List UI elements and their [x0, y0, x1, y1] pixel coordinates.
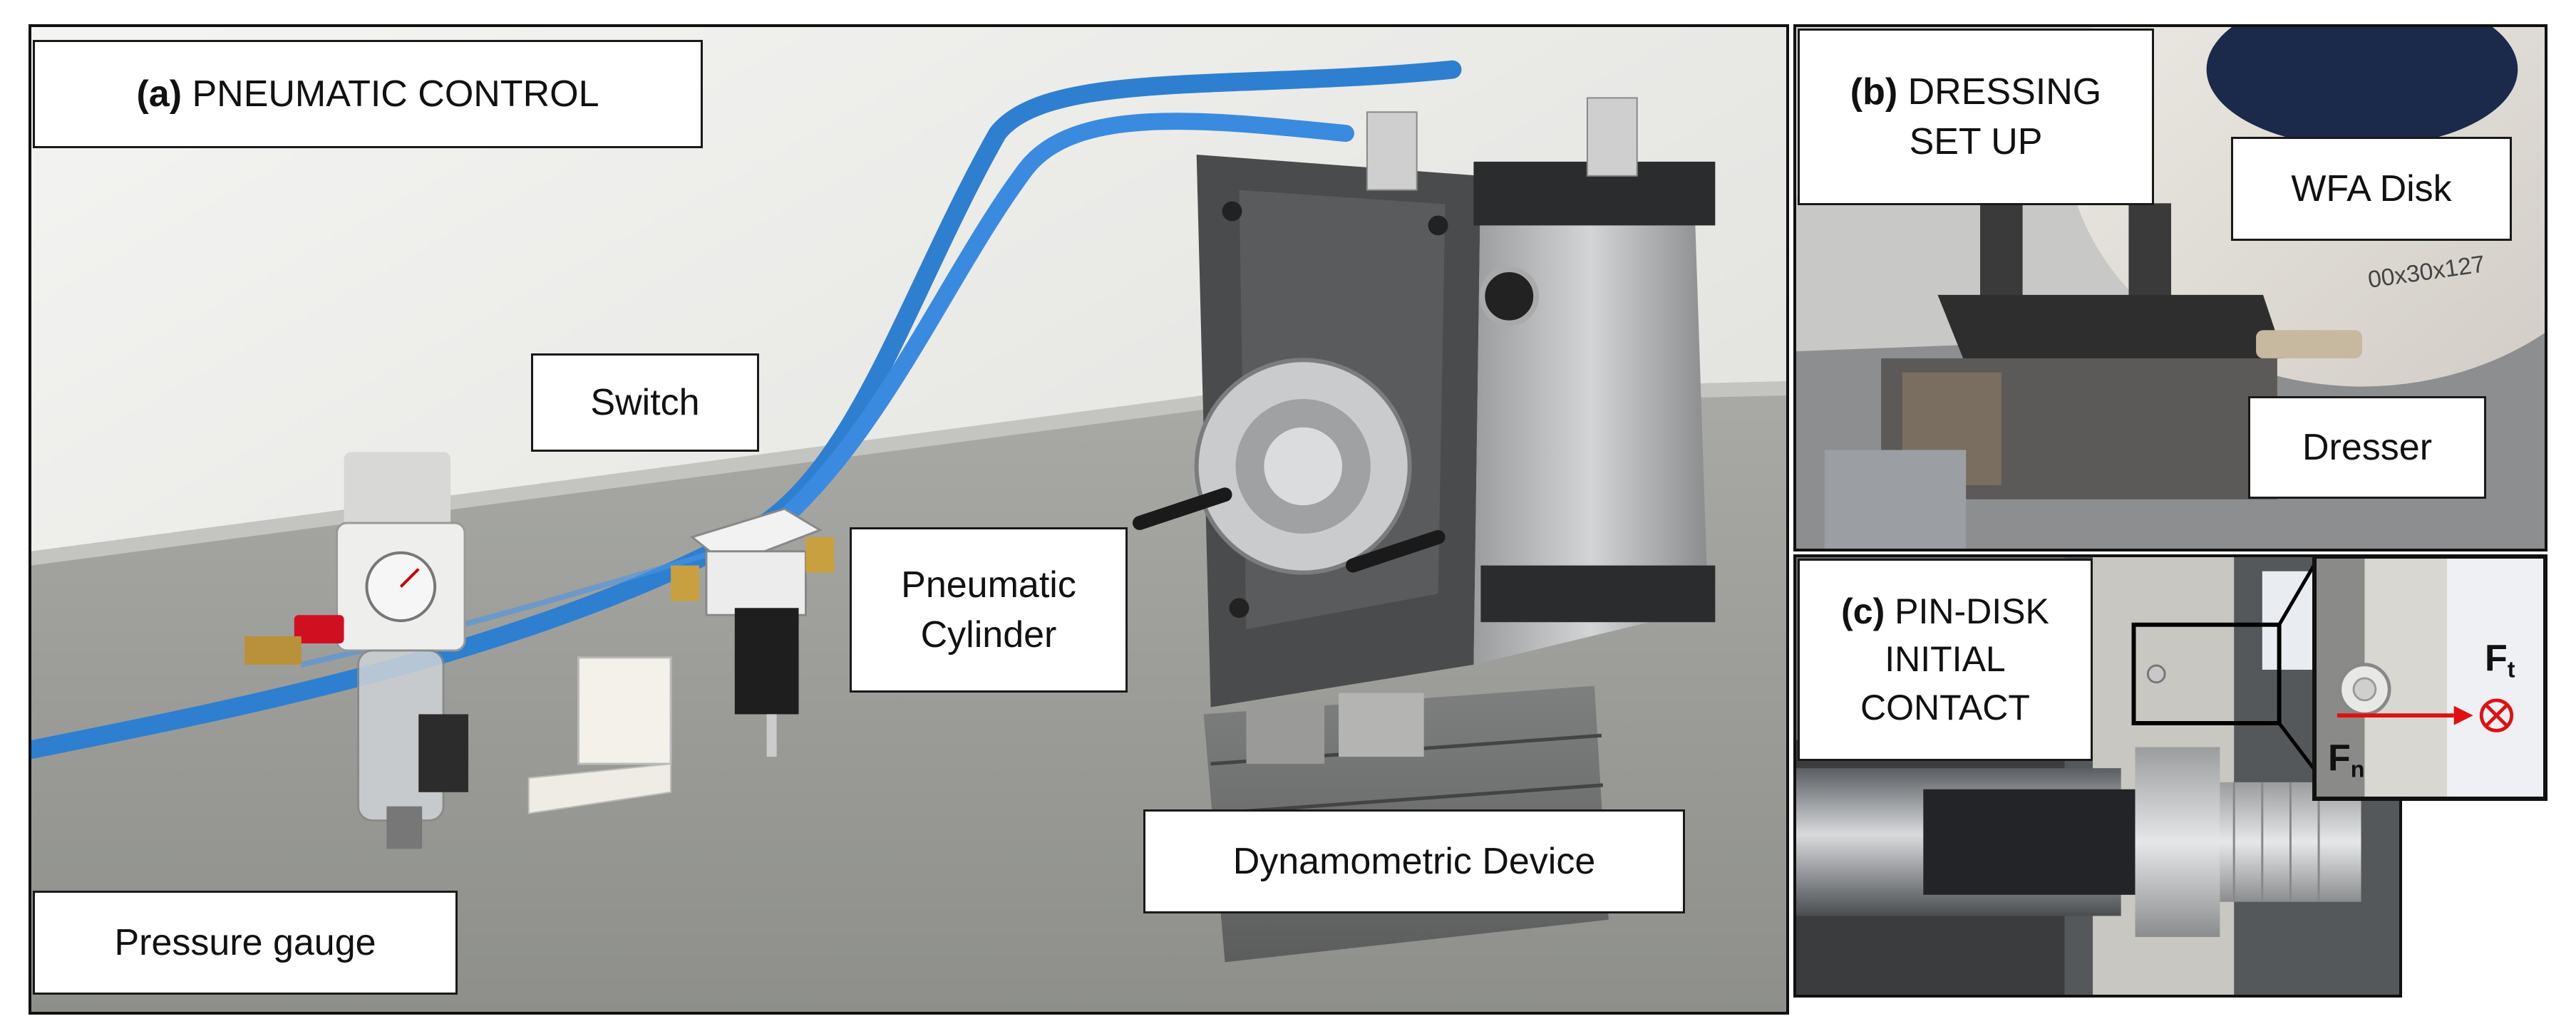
label-pneumatic-cylinder: Pneumatic Cylinder [850, 527, 1128, 693]
force-fn-label: Fn [2328, 737, 2364, 783]
panel-c-letter: (c) [1841, 591, 1885, 631]
label-pressure-gauge-text: Pressure gauge [114, 921, 376, 963]
label-dynamometric-device: Dynamometric Device [1143, 809, 1685, 913]
panel-c-line3: CONTACT [1860, 687, 2030, 727]
panel-a-letter: (a) [136, 73, 182, 115]
contact-zoom-photo [2317, 559, 2543, 797]
tangential-force-into-page-icon [2479, 698, 2514, 732]
zoom-inset: Ft Fn [2312, 554, 2547, 801]
label-pneumatic-line2: Cylinder [920, 614, 1057, 656]
panel-c-caption: (c) PIN-DISK INITIAL CONTACT [1798, 559, 2093, 761]
label-wfa-disk-text: WFA Disk [2291, 167, 2452, 209]
label-dresser: Dresser [2248, 396, 2486, 499]
panel-b-caption: (b) DRESSING SET UP [1798, 29, 2154, 205]
normal-force-arrowhead [2453, 705, 2473, 725]
force-ft-label: Ft [2485, 637, 2515, 683]
panel-a-caption: (a) PNEUMATIC CONTROL [33, 40, 703, 148]
force-ft-sub: t [2507, 656, 2515, 683]
force-fn-sub: n [2350, 756, 2365, 782]
panel-c-line2: INITIAL [1885, 639, 2006, 680]
panel-a-photo [29, 24, 1789, 1015]
pneumatic-setup-photo [31, 27, 1786, 1012]
label-switch: Switch [531, 353, 759, 452]
panel-b-line2: SET UP [1909, 121, 2043, 162]
force-ft-base: F [2485, 638, 2508, 679]
force-fn-base: F [2328, 737, 2351, 779]
panel-a-title: PNEUMATIC CONTROL [182, 73, 599, 115]
label-pressure-gauge: Pressure gauge [33, 891, 458, 995]
panel-b-letter: (b) [1850, 71, 1898, 113]
label-wfa-disk: WFA Disk [2231, 137, 2512, 241]
label-dynamometric-text: Dynamometric Device [1232, 840, 1596, 882]
label-dresser-text: Dresser [2302, 426, 2433, 468]
panel-c-line1: PIN-DISK [1885, 591, 2049, 631]
panel-b-line1: DRESSING [1897, 71, 2102, 113]
label-pneumatic-line1: Pneumatic [901, 564, 1076, 606]
label-switch-text: Switch [590, 381, 700, 423]
